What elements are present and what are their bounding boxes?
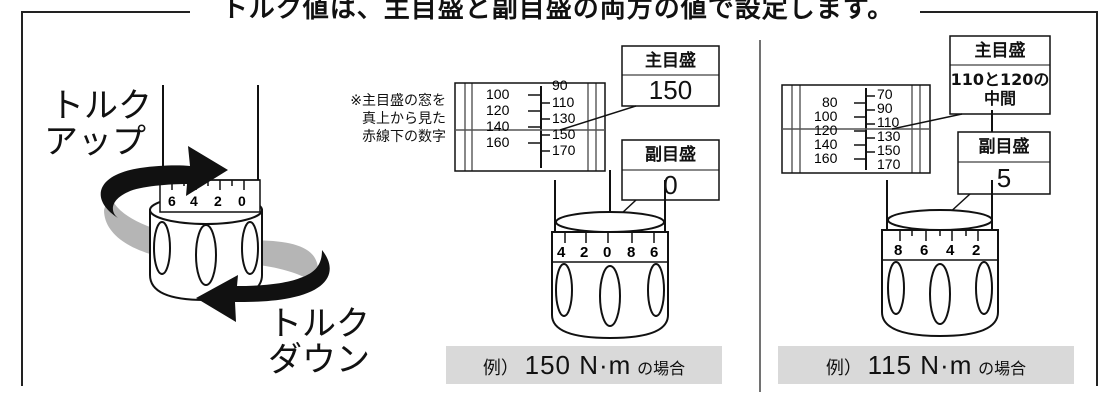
- svg-text:90: 90: [552, 77, 568, 93]
- ex2-caption-prefix: 例）: [825, 358, 862, 379]
- torque-down-label-line1: トルク: [268, 304, 370, 344]
- page-title: トルク値は、主目盛と副目盛の両方の値で設定します。: [0, 0, 1116, 26]
- ex2-main-callout: [949, 35, 1051, 115]
- ex1-knob: [551, 170, 669, 340]
- svg-text:0: 0: [603, 244, 611, 261]
- ex2-caption-value: 115 N·m: [867, 350, 973, 380]
- reading-note: ※主目盛の窓を 真上から見た 赤線下の数字: [296, 92, 446, 146]
- ex1-dial-ring: 4 2 0 8 6: [557, 233, 658, 261]
- torque-down-label-line2: ダウン: [268, 340, 370, 380]
- torque-up-label-line1: トルク: [50, 86, 152, 126]
- svg-text:130: 130: [552, 110, 576, 126]
- ex2-caption-suffix: の場合: [978, 359, 1027, 378]
- ex2-caption: 例） 115 N·m の場合: [778, 347, 1074, 383]
- svg-text:2: 2: [580, 244, 588, 261]
- ex2-main-scale-value-line2: 中間: [983, 89, 1016, 108]
- ex2-sub-callout: [957, 131, 1051, 195]
- left-dial-number-3: 2: [214, 193, 222, 209]
- ex1-caption-box: [446, 346, 722, 384]
- svg-text:120: 120: [814, 122, 838, 138]
- left-dial-number-2: 4: [190, 193, 198, 209]
- svg-text:90: 90: [877, 100, 893, 116]
- ex2-dial-ring: 8 6 4 2: [894, 231, 980, 259]
- svg-text:100: 100: [486, 86, 510, 102]
- svg-text:110: 110: [877, 114, 900, 130]
- svg-text:2: 2: [972, 242, 980, 259]
- svg-text:140: 140: [814, 136, 838, 152]
- ex1-sub-scale-value: 0: [663, 170, 678, 200]
- ex1-caption: 例） 150 N·m の場合: [446, 347, 722, 383]
- svg-text:4: 4: [557, 244, 566, 261]
- svg-text:150: 150: [877, 142, 901, 158]
- ex1-caption-prefix: 例）: [482, 358, 519, 379]
- svg-text:170: 170: [552, 142, 576, 158]
- ex1-caption-suffix: の場合: [637, 359, 686, 378]
- ex1-main-scale-title: 主目盛: [645, 51, 696, 71]
- ex1-main-scale-value: 150: [648, 75, 693, 105]
- left-dial-number-1: 6: [168, 193, 176, 209]
- ex2-knob: [881, 110, 999, 338]
- ex2-main-scale-window: 80 100 120 140 160 70 90 110 130 150 170: [781, 84, 931, 174]
- ex2-main-scale-title: 主目盛: [974, 41, 1026, 61]
- svg-text:80: 80: [822, 94, 838, 110]
- svg-text:4: 4: [946, 242, 955, 259]
- svg-text:8: 8: [894, 242, 902, 259]
- outer-frame: [21, 11, 1098, 386]
- ex1-caption-value: 150 N·m: [524, 350, 632, 380]
- reading-note-line1: ※主目盛の窓を: [350, 93, 446, 109]
- reading-note-line3: 赤線下の数字: [362, 129, 446, 145]
- torque-down-band: [104, 190, 318, 286]
- svg-text:160: 160: [486, 134, 510, 150]
- svg-text:120: 120: [486, 102, 510, 118]
- svg-text:6: 6: [920, 242, 928, 259]
- ex1-main-scale-window: 100 120 140 160 90 110 130 150 170: [454, 77, 606, 172]
- reading-note-line2: 真上から見た: [362, 111, 446, 127]
- svg-text:8: 8: [627, 244, 635, 261]
- svg-text:110: 110: [552, 94, 575, 110]
- left-dial-ring: 6 4 2 0: [159, 179, 261, 213]
- svg-text:160: 160: [814, 150, 838, 166]
- svg-text:100: 100: [814, 108, 838, 124]
- svg-text:170: 170: [877, 156, 901, 172]
- ex1-main-callout: [621, 45, 720, 107]
- svg-text:150: 150: [552, 126, 576, 142]
- svg-text:140: 140: [486, 118, 510, 134]
- ex2-sub-scale-title: 副目盛: [978, 137, 1030, 157]
- svg-text:70: 70: [877, 86, 893, 102]
- torque-down-arrow: [196, 250, 330, 322]
- ex1-sub-scale-title: 副目盛: [645, 145, 696, 165]
- left-dial-number-4: 0: [238, 193, 246, 209]
- svg-text:130: 130: [877, 128, 901, 144]
- svg-text:6: 6: [650, 244, 658, 261]
- ex2-caption-box: [778, 346, 1074, 384]
- ex2-sub-scale-value: 5: [996, 163, 1012, 193]
- ex2-main-scale-value-line1: 110と120の: [950, 70, 1050, 89]
- torque-up-label-line2: アップ: [44, 122, 146, 162]
- torque-up-arrow: [100, 146, 228, 218]
